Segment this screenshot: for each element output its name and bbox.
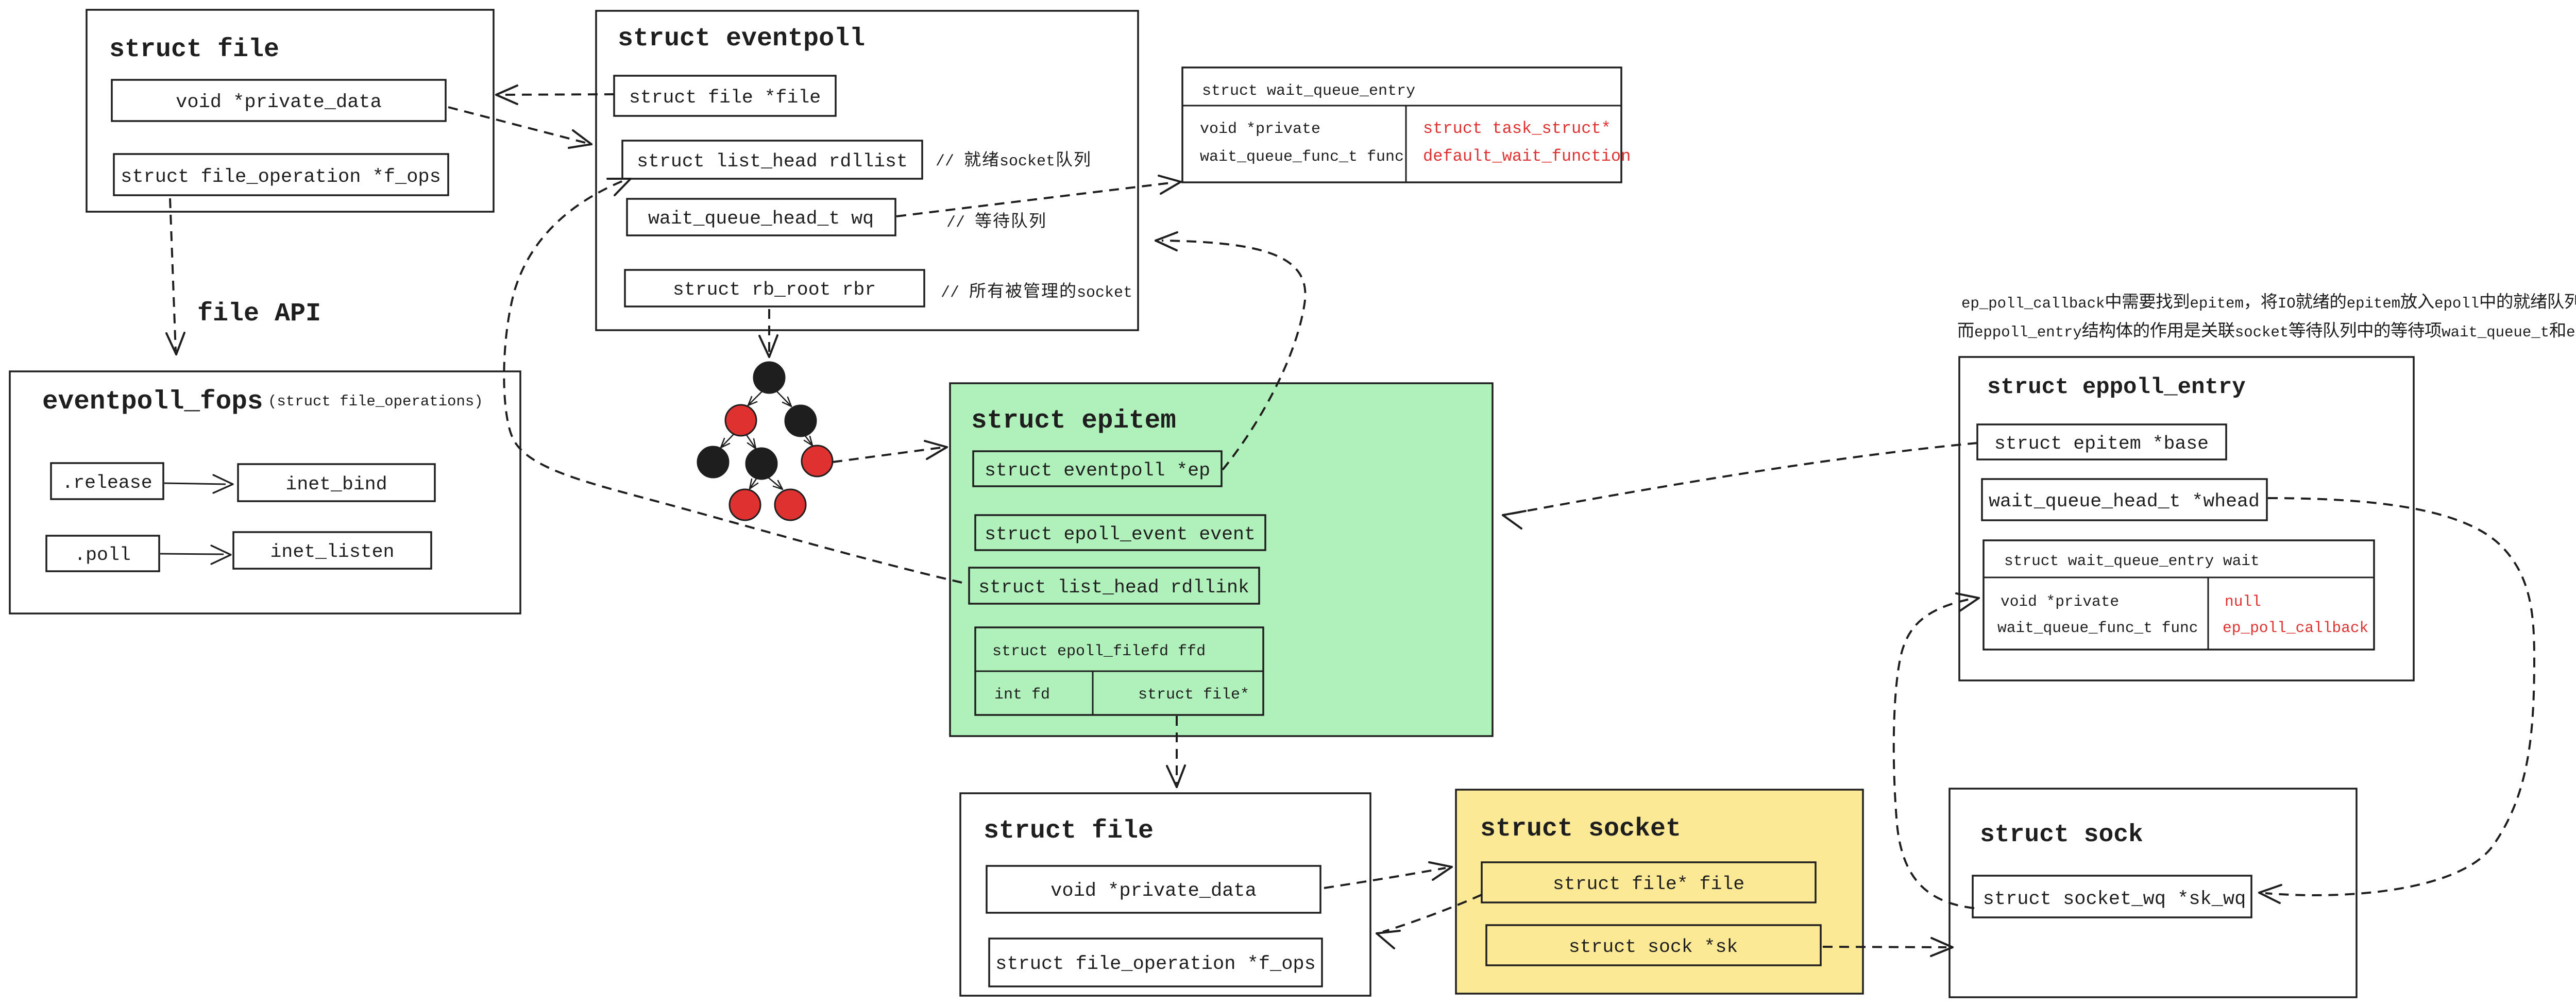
svg-text:eventpoll_fops: eventpoll_fops xyxy=(42,387,263,417)
svg-text:struct file*: struct file* xyxy=(1138,686,1249,704)
svg-text:struct file *file: struct file *file xyxy=(629,87,821,108)
svg-text:wait_queue_func_t func: wait_queue_func_t func xyxy=(1200,148,1404,166)
svg-text:struct socket: struct socket xyxy=(1480,814,1681,844)
svg-text:struct sock: struct sock xyxy=(1980,821,2143,849)
svg-text:struct file_operation *f_ops: struct file_operation *f_ops xyxy=(995,953,1316,975)
svg-text:struct eventpoll: struct eventpoll xyxy=(618,24,865,54)
svg-text:struct list_head rdllink: struct list_head rdllink xyxy=(978,577,1249,598)
svg-text:struct rb_root rbr: struct rb_root rbr xyxy=(673,279,876,300)
svg-text:null: null xyxy=(2225,593,2261,610)
svg-text:struct wait_queue_entry: struct wait_queue_entry xyxy=(1202,82,1415,100)
svg-text:(struct file_operations): (struct file_operations) xyxy=(268,393,483,410)
svg-text:wait_queue_head_t wq: wait_queue_head_t wq xyxy=(648,208,874,229)
svg-text:void *private: void *private xyxy=(1200,121,1320,138)
svg-text:struct epoll_filefd ffd: struct epoll_filefd ffd xyxy=(992,643,1206,660)
svg-text:wait_queue_head_t *whead: wait_queue_head_t *whead xyxy=(1989,491,2260,512)
svg-text:int fd: int fd xyxy=(994,686,1050,704)
svg-text:wait_queue_func_t func: wait_queue_func_t func xyxy=(1997,619,2198,637)
svg-text:struct file_operation *f_ops: struct file_operation *f_ops xyxy=(121,166,441,188)
svg-text:struct file* file: struct file* file xyxy=(1553,874,1744,895)
svg-text:struct list_head rdllist: struct list_head rdllist xyxy=(637,151,908,172)
svg-text:.poll: .poll xyxy=(74,544,131,566)
svg-text:struct epitem: struct epitem xyxy=(971,406,1176,436)
svg-text:void *private_data: void *private_data xyxy=(176,92,382,113)
svg-text:inet_bind: inet_bind xyxy=(285,474,387,495)
svg-text:struct sock *sk: struct sock *sk xyxy=(1569,936,1738,958)
svg-text:struct file: struct file xyxy=(109,35,279,64)
svg-text:struct eventpoll *ep: struct eventpoll *ep xyxy=(985,460,1210,481)
svg-text:inet_listen: inet_listen xyxy=(270,541,395,562)
svg-text:struct epitem *base: struct epitem *base xyxy=(1994,433,2209,454)
svg-text:void *private_data: void *private_data xyxy=(1050,880,1257,902)
svg-text:ep_poll_callback: ep_poll_callback xyxy=(2223,619,2368,637)
svg-text:struct wait_queue_entry wait: struct wait_queue_entry wait xyxy=(2004,552,2260,570)
svg-text:.release: .release xyxy=(62,472,152,493)
svg-text:struct eppoll_entry: struct eppoll_entry xyxy=(1987,374,2246,400)
svg-text:file API: file API xyxy=(197,299,321,329)
svg-text:struct epoll_event event: struct epoll_event event xyxy=(985,524,1256,545)
svg-text:struct file: struct file xyxy=(984,816,1154,846)
svg-text:void *private: void *private xyxy=(2001,593,2119,610)
svg-text:struct task_struct*: struct task_struct* xyxy=(1423,119,1611,138)
svg-text:default_wait_function: default_wait_function xyxy=(1423,147,1631,166)
svg-text:struct socket_wq *sk_wq: struct socket_wq *sk_wq xyxy=(1983,889,2246,910)
